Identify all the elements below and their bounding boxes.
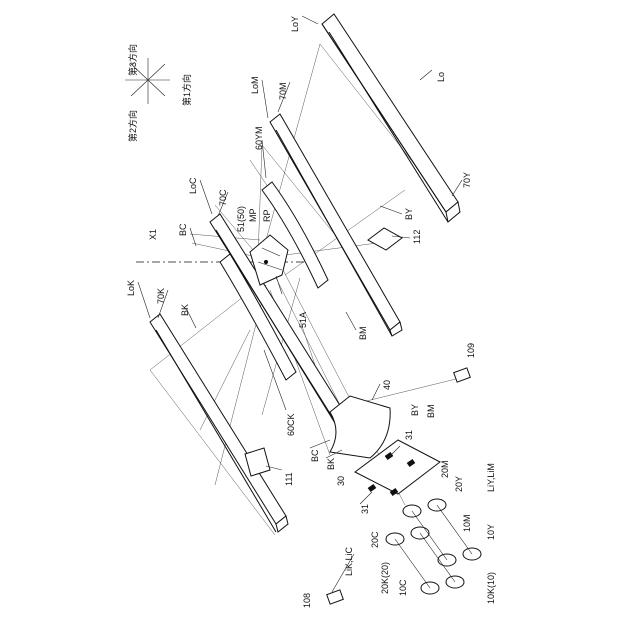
label-60ck: 60CK: [286, 413, 296, 436]
label-70k: 70K: [156, 288, 166, 304]
label-bk-low: BK: [326, 458, 336, 470]
label-10k: 10K(10): [486, 572, 496, 604]
label-40: 40: [382, 380, 392, 390]
label-lik-lic: LiK,LiC: [344, 546, 354, 576]
label-51a: 51A: [298, 312, 308, 328]
bar-70k: [150, 314, 288, 532]
led-connect-lines: [395, 505, 472, 588]
label-bm-top: BM: [358, 327, 368, 341]
led-sources-10: [421, 548, 481, 594]
label-20y: 20Y: [454, 476, 464, 492]
label-lo: Lo: [436, 72, 446, 82]
label-loy: LoY: [290, 16, 300, 32]
label-10y: 10Y: [486, 524, 496, 540]
screen-40: [330, 396, 390, 458]
label-bc-low: BC: [310, 449, 320, 462]
label-112: 112: [412, 230, 422, 244]
label-mp: MP: [248, 209, 258, 223]
figure-labels: 第3方向 第1方向 第2方向 LoY Lo 70Y LoM 70M 60YM B…: [126, 16, 496, 608]
label-lom: LoM: [250, 76, 260, 94]
label-dir3: 第3方向: [127, 44, 138, 76]
label-30: 30: [336, 476, 346, 486]
label-20m: 20M: [440, 460, 450, 478]
label-by-top: BY: [404, 208, 414, 220]
label-rp: RP: [262, 209, 272, 222]
label-20c: 20C: [370, 531, 380, 548]
device-109: [454, 368, 471, 382]
label-31a: 31: [404, 430, 414, 440]
label-51-50: 51(50): [236, 206, 246, 232]
label-dir1: 第1方向: [181, 74, 192, 106]
label-bc-top: BC: [178, 223, 188, 236]
label-111: 111: [284, 472, 294, 486]
label-bm-low: BM: [426, 405, 436, 419]
label-loc: LoC: [188, 177, 198, 194]
label-lok: LoK: [126, 280, 136, 296]
label-109: 109: [466, 343, 476, 358]
label-x1: X1: [148, 229, 158, 240]
label-10c: 10C: [398, 579, 408, 596]
label-70y: 70Y: [462, 172, 472, 188]
label-31b: 31: [360, 504, 370, 514]
device-112: [368, 228, 402, 250]
bar-70y: [322, 14, 460, 222]
device-108: [327, 590, 344, 604]
label-10m: 10M: [462, 514, 472, 532]
label-20k: 20K(20): [380, 562, 390, 594]
label-by-low: BY: [410, 404, 420, 416]
label-bk-top: BK: [180, 304, 190, 316]
label-liy-lim: LiY,LiM: [486, 463, 496, 492]
led-lenses-20: [386, 499, 446, 545]
label-108: 108: [302, 593, 312, 608]
label-dir2: 第2方向: [127, 110, 138, 142]
